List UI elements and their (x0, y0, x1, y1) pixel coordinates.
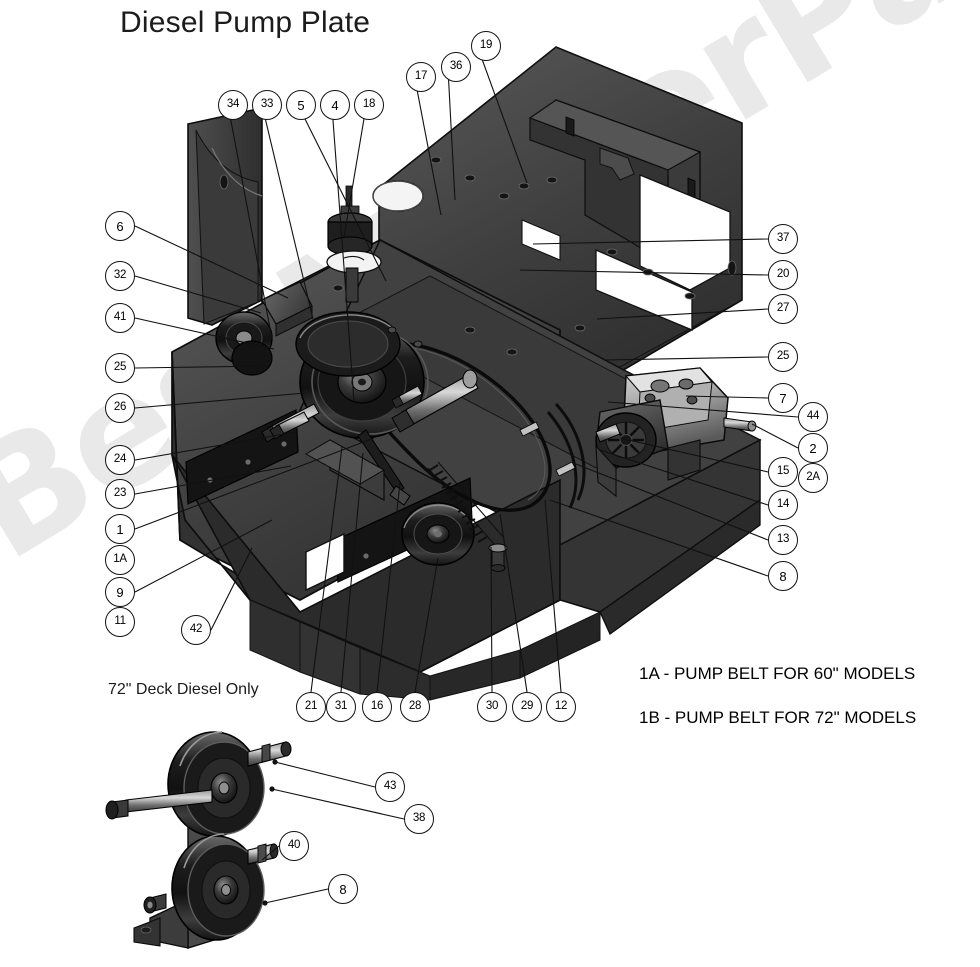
callout-bubble-30[interactable]: 30 (477, 692, 507, 722)
callout-bubble-2[interactable]: 2 (798, 433, 828, 463)
callout-bubble-4[interactable]: 4 (320, 90, 350, 120)
callout-bubble-26[interactable]: 26 (105, 393, 135, 423)
callout-bubble-40[interactable]: 40 (279, 831, 309, 861)
subassembly-title: 72" Deck Diesel Only (108, 681, 259, 698)
callout-bubble-12[interactable]: 12 (546, 692, 576, 722)
callout-bubble-33[interactable]: 33 (252, 90, 282, 120)
callout-bubble-27[interactable]: 27 (768, 294, 798, 324)
callout-bubble-1[interactable]: 1 (105, 514, 135, 544)
main-drive-pulley (295, 311, 429, 439)
callout-bubble-41[interactable]: 41 (105, 303, 135, 333)
callout-bubble-21[interactable]: 21 (296, 692, 326, 722)
leader-arrow-tips (262, 759, 278, 906)
callout-bubble-5[interactable]: 5 (286, 90, 316, 120)
callout-bubble-23[interactable]: 23 (105, 479, 135, 509)
callout-bubble-20[interactable]: 20 (768, 260, 798, 290)
hydraulic-hoses (546, 402, 586, 509)
legend-line-1a: 1A - PUMP BELT FOR 60" MODELS (639, 664, 916, 683)
legend: 1A - PUMP BELT FOR 60" MODELS 1B - PUMP … (639, 664, 916, 752)
callout-bubble-36[interactable]: 36 (441, 52, 471, 82)
callout-bubble-7[interactable]: 7 (768, 383, 798, 413)
idler-pulley-left (215, 311, 273, 376)
page-title: Diesel Pump Plate (120, 6, 371, 39)
callout-bubble-17[interactable]: 17 (406, 62, 436, 92)
callout-bubble-19[interactable]: 19 (471, 31, 501, 61)
callout-bubble-44[interactable]: 44 (798, 402, 828, 432)
subassembly-72in-deck (105, 731, 292, 949)
tension-spring (427, 461, 505, 545)
callout-bubble-6[interactable]: 6 (105, 211, 135, 241)
pump-mount-bracket (261, 281, 386, 502)
callout-bubble-1A[interactable]: 1A (105, 545, 135, 575)
callout-bubble-29[interactable]: 29 (512, 692, 542, 722)
callout-bubble-32[interactable]: 32 (105, 261, 135, 291)
callout-bubble-25[interactable]: 25 (105, 353, 135, 383)
callout-bubble-34[interactable]: 34 (218, 90, 248, 120)
callout-bubble-14[interactable]: 14 (768, 490, 798, 520)
callout-bubble-37[interactable]: 37 (768, 224, 798, 254)
fastener-parts (269, 326, 576, 477)
callout-bubble-18[interactable]: 18 (354, 90, 384, 120)
callout-bubble-16[interactable]: 16 (362, 692, 392, 722)
callout-bubble-2A[interactable]: 2A (798, 463, 828, 493)
callout-bubble-15[interactable]: 15 (768, 457, 798, 487)
callout-bubble-38[interactable]: 38 (404, 804, 434, 834)
callout-bubble-24[interactable]: 24 (105, 445, 135, 475)
leader-lines (134, 47, 799, 904)
callout-bubble-42[interactable]: 42 (181, 615, 211, 645)
callout-bubble-31[interactable]: 31 (326, 692, 356, 722)
callout-bubble-13[interactable]: 13 (768, 525, 798, 555)
callout-bubble-8[interactable]: 8 (768, 561, 798, 591)
callout-bubble-11[interactable]: 11 (105, 607, 135, 637)
callout-bubble-28[interactable]: 28 (400, 692, 430, 722)
callout-bubble-25[interactable]: 25 (768, 342, 798, 372)
callout-bubble-43[interactable]: 43 (375, 772, 405, 802)
legend-line-1b: 1B - PUMP BELT FOR 72" MODELS (639, 708, 917, 727)
callout-bubble-9[interactable]: 9 (105, 577, 135, 607)
callout-bubble-8[interactable]: 8 (328, 874, 358, 904)
